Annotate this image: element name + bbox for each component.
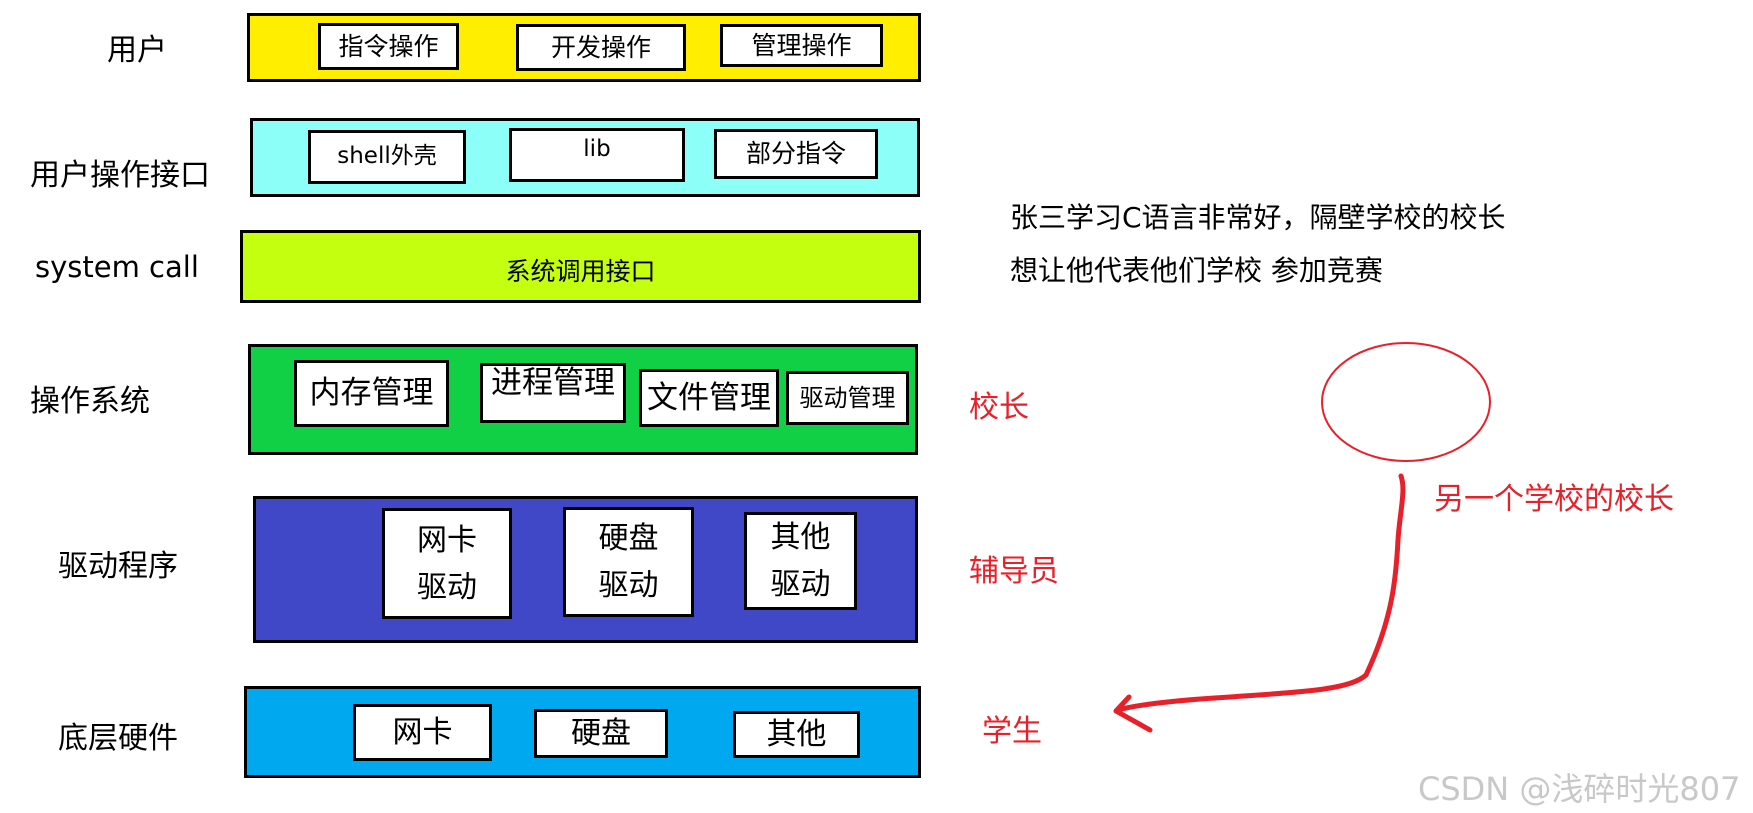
circle-mark bbox=[1321, 342, 1491, 462]
label-user-interface: 用户操作接口 bbox=[30, 158, 210, 193]
label-hardware: 底层硬件 bbox=[58, 721, 178, 756]
arrow-icon bbox=[1113, 473, 1406, 733]
box-memory-mgmt: 内存管理 bbox=[294, 360, 449, 427]
box-text: 驱动 bbox=[417, 569, 477, 605]
box-text: 其他 bbox=[770, 520, 831, 555]
box-lib: lib bbox=[509, 128, 685, 182]
note-line-2: 想让他代表他们学校 参加竞赛 bbox=[1010, 254, 1383, 287]
box-partial-commands: 部分指令 bbox=[714, 129, 878, 179]
label-principal: 校长 bbox=[969, 390, 1029, 425]
box-admin-ops: 管理操作 bbox=[720, 24, 883, 67]
layer-system-call: 系统调用接口 bbox=[240, 230, 921, 303]
box-shell: shell外壳 bbox=[308, 130, 466, 184]
label-os: 操作系统 bbox=[30, 384, 150, 419]
box-text: 网卡 bbox=[417, 522, 477, 558]
box-disk: 硬盘 bbox=[534, 709, 668, 758]
box-driver-mgmt: 驱动管理 bbox=[786, 371, 909, 425]
box-dev-ops: 开发操作 bbox=[516, 24, 686, 71]
label-other-principal: 另一个学校的校长 bbox=[1434, 482, 1674, 517]
box-other-driver: 其他 驱动 bbox=[744, 512, 857, 610]
watermark: CSDN @浅碎时光807 bbox=[1418, 770, 1741, 808]
box-text: 硬盘 bbox=[598, 521, 659, 556]
note-line-1: 张三学习C语言非常好，隔壁学校的校长 bbox=[1010, 201, 1506, 234]
label-user: 用户 bbox=[107, 33, 167, 68]
box-text: 驱动 bbox=[770, 567, 831, 602]
label-system-call: system call bbox=[35, 250, 199, 284]
box-nic: 网卡 bbox=[353, 704, 492, 761]
box-other: 其他 bbox=[733, 711, 860, 758]
box-file-mgmt: 文件管理 bbox=[639, 369, 779, 427]
box-process-mgmt: 进程管理 bbox=[480, 363, 626, 423]
box-command-ops: 指令操作 bbox=[318, 23, 459, 70]
box-nic-driver: 网卡 驱动 bbox=[382, 508, 512, 619]
box-disk-driver: 硬盘 驱动 bbox=[563, 507, 694, 617]
box-text: 驱动 bbox=[598, 568, 659, 603]
label-counselor: 辅导员 bbox=[969, 554, 1059, 589]
label-drivers: 驱动程序 bbox=[58, 549, 178, 584]
label-student: 学生 bbox=[982, 714, 1042, 749]
